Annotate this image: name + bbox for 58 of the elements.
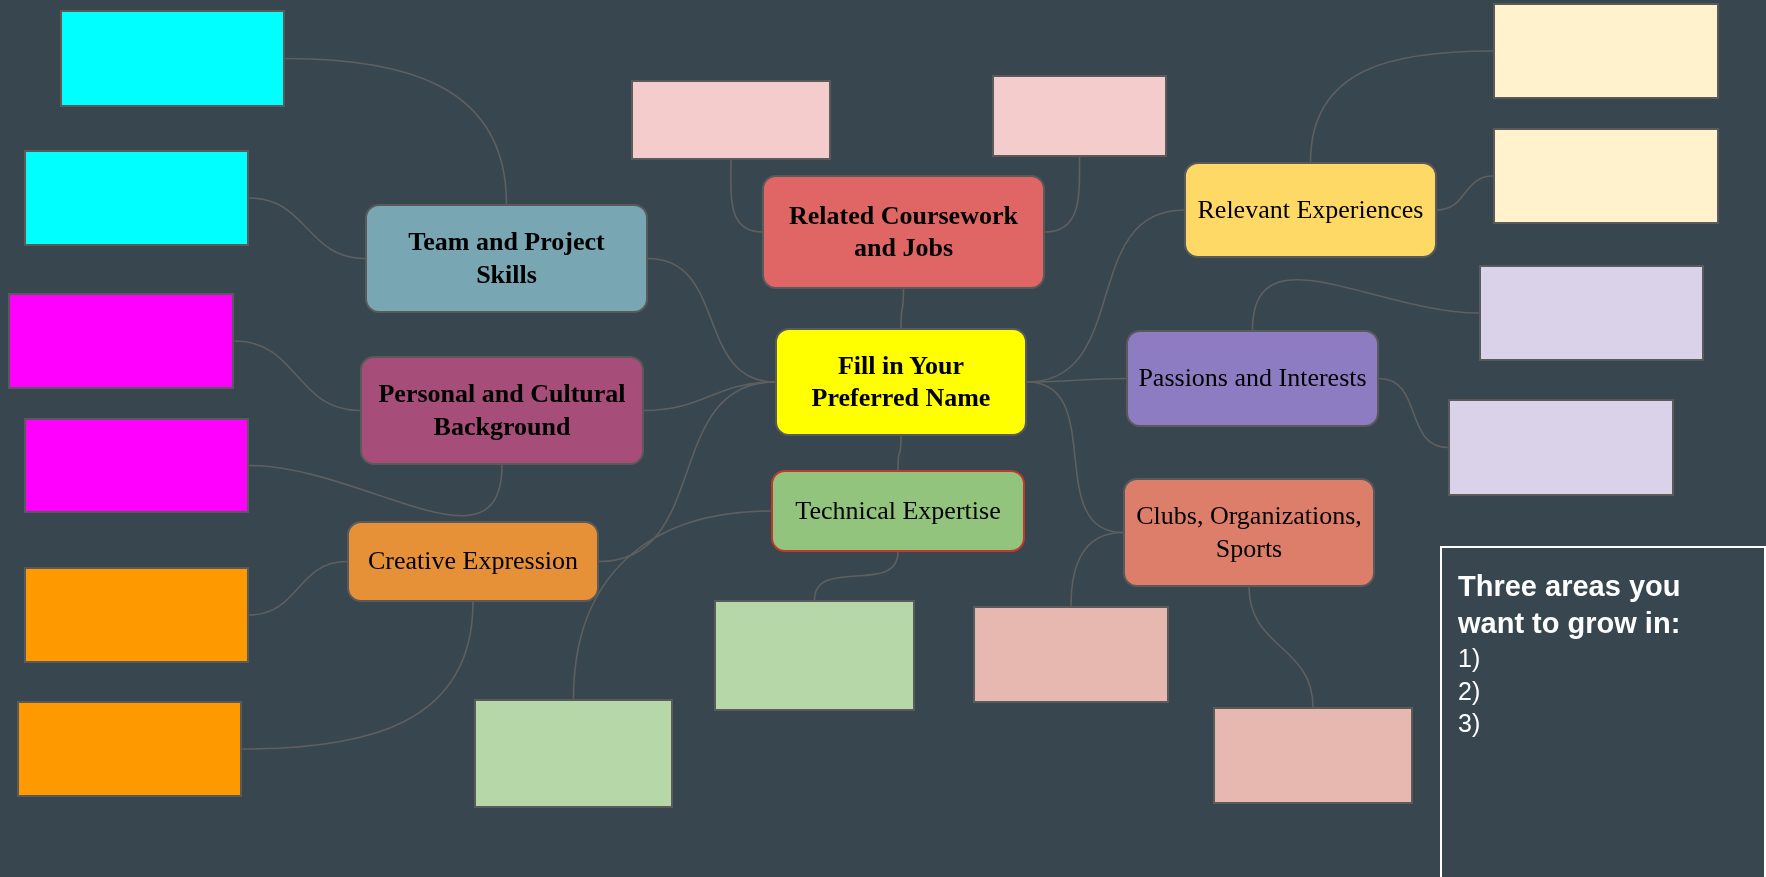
connector-line [730,159,763,233]
empty-box [24,418,249,513]
connector-line [248,560,348,616]
list-number: 3) [1458,708,1481,740]
empty-box [8,293,234,389]
panel-heading: Three areas you want to grow in: [1458,569,1682,642]
topic-label: Relevant Experiences [1197,193,1424,226]
topic-label: Creative Expression [367,545,579,578]
connector-line [1070,531,1124,607]
empty-box [474,699,673,808]
topic-box [360,356,644,465]
empty-box [24,150,249,246]
empty-box [60,10,285,107]
topic-box [347,521,599,602]
empty-box [631,80,831,160]
connector-line [1251,279,1480,331]
topic-box [1126,330,1379,427]
empty-box [1448,399,1674,496]
connector-line [897,435,902,471]
connector-line [900,288,905,329]
empty-box [992,75,1167,157]
topic-label: Technical Expertise [795,494,1001,527]
empty-box [1493,3,1719,99]
connector-line [1309,50,1494,163]
connector-line [284,57,508,205]
topic-box [771,470,1025,552]
topic-label: Team and Project Skills [407,226,606,291]
topic-box [762,175,1045,289]
connector-line [598,381,776,563]
empty-box [24,567,249,663]
connector-line [572,510,772,700]
topic-label: Clubs, Organizations, Sports [1135,500,1363,565]
topic-label: Personal and Cultural Background [377,378,627,443]
connector-line [1248,586,1314,708]
connector-line [1378,377,1449,449]
empty-box [1213,707,1413,804]
connector-line [248,197,366,260]
empty-box [714,600,915,711]
topic-label: Related Coursework and Jobs [788,199,1019,264]
central-topic-box [775,328,1027,436]
list-number: 1) [1458,643,1481,675]
connector-line [1436,175,1494,211]
topic-label: Passions and Interests [1138,362,1367,395]
empty-box [973,606,1169,703]
topic-box [365,204,648,313]
connector-line [241,601,474,750]
empty-box [1479,265,1704,361]
connector-line [813,551,899,601]
list-number: 2) [1458,675,1481,707]
connector-line [248,464,503,517]
topic-label: Fill in Your Preferred Name [810,349,992,414]
topic-box [1123,478,1375,587]
topic-box [1184,162,1437,258]
connector-line [1044,156,1081,233]
notes-panel [1440,546,1766,877]
empty-box [17,701,242,797]
connector-line [233,340,361,412]
empty-box [1493,128,1719,224]
